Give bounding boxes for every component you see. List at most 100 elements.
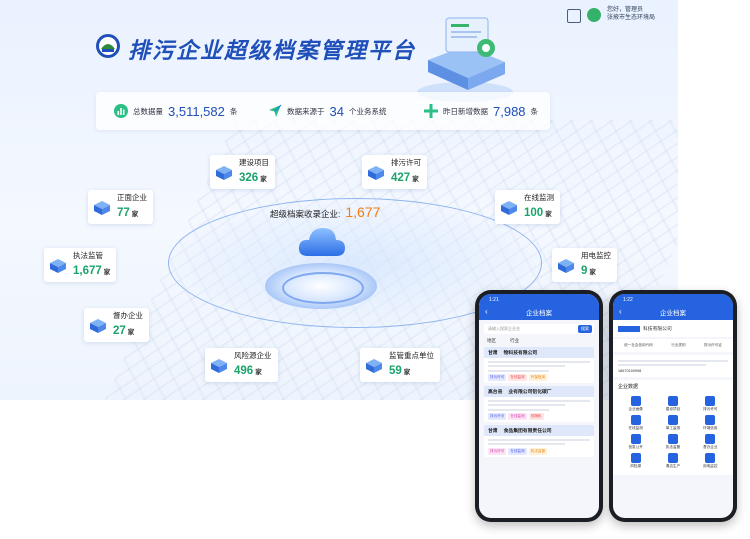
tag: 排污许可 [488,447,507,455]
node-value: 9 [581,265,588,277]
grid-label: 用电监控 [703,464,718,468]
node-label: 风险源企业 [234,351,272,360]
node-unit: 家 [127,329,135,336]
address-block: 18670159998 [613,355,733,377]
stat-source: 数据来源于 34 个业务系统 [268,92,386,130]
grid-button[interactable]: 风险源 [617,453,654,469]
screen-icon[interactable] [567,9,581,23]
status-time: 1:21 [489,297,499,303]
grid-button[interactable]: 督办企业 [692,434,729,450]
hero-illustration-icon [417,17,513,102]
node-unit: 家 [403,369,411,376]
search-button[interactable]: 搜索 [578,325,592,333]
grid-button[interactable]: 清洁生产 [654,453,691,469]
user-area: 您好，管理员 张掖市生态环境局 [567,6,655,23]
bar-chart-icon [114,104,128,118]
phone-enterprise-list: 1:21 ‹ 企业档案 请输入搜索企业名 搜索 地区 行业 甘肃物科技有限公司 … [475,290,603,522]
center-value: 1,677 [345,204,381,220]
node-value: 59 [389,365,402,377]
platform-ring [282,272,364,304]
grid-button[interactable]: 环境信用 [692,415,729,431]
tag: 在线监测 [508,447,527,455]
back-icon[interactable]: ‹ [485,307,488,316]
power-icon [705,453,716,463]
grid-label: 信息公开 [628,445,643,449]
grid-button[interactable]: 用电监控 [692,453,729,469]
filter-region[interactable]: 地区 [487,338,496,343]
stack-icon [94,201,110,215]
node-label: 排污许可 [391,158,421,167]
node-value: 100 [524,207,544,219]
grid-button[interactable]: 在线监测 [617,415,654,431]
grid-label: 环境信用 [703,426,718,430]
node-label: 在线监测 [524,193,554,202]
back-icon[interactable]: ‹ [619,307,622,316]
list-item[interactable]: 甘肃物科技有限公司 排污许可在线监测环保信用 [484,347,594,383]
grid-label: 企业画像 [628,407,643,411]
company-name-row: 科技有限公司 [613,320,733,337]
tag: 环保信用 [528,374,548,381]
stack-icon [216,166,232,180]
company-name: 科技有限公司 [643,327,672,332]
card-region: 高台县 [488,390,503,395]
node-label: 正面企业 [117,193,147,202]
grid-label: 清洁生产 [665,464,681,468]
tag: 双随机 [528,413,544,420]
info-cell: 行业类别 [671,343,686,347]
info-cell: 排污许可证 [703,343,722,347]
tag: 排污许可 [488,413,507,420]
grid-button[interactable]: 排污许可 [692,396,729,412]
publish-icon [630,434,641,444]
stat-label: 昨日新增数据 [443,106,488,116]
law-icon [667,434,678,444]
center-label: 超级档案收录企业: [270,209,341,219]
cloud-icon [298,228,345,256]
grid-label: 督办企业 [703,445,718,449]
stack-icon [90,319,106,333]
list-item[interactable]: 高台县业有限公司铝化碳厂 排污许可在线监测双随机 [484,386,594,422]
grid-button[interactable]: 单工监测 [654,415,691,431]
portrait-icon [630,396,641,406]
stat-label: 数据来源于 [287,106,325,116]
stat-new: 昨日新增数据 7,988 条 [424,92,538,130]
node-value: 496 [234,365,254,377]
grid-button[interactable]: 执法监管 [654,434,691,450]
avatar[interactable] [587,8,601,22]
list-item[interactable]: 甘肃食品集团有限责任公司 排污许可在线监测执法监管 [484,425,594,457]
grid-button[interactable]: 信息公开 [617,434,654,450]
risk-icon [630,453,641,463]
phone-number[interactable]: 18670159998 [618,369,642,373]
page-title: 排污企业超级档案管理平台 [128,38,417,63]
node-unit: 家 [103,269,111,276]
search-placeholder: 请输入搜索企业名 [488,326,520,331]
epa-logo-icon [96,34,120,58]
filter-industry[interactable]: 行业 [510,338,519,343]
tag: 执法监管 [528,447,548,455]
stack-icon [501,201,517,215]
node-value: 27 [113,325,126,337]
credit-icon [705,415,716,425]
send-icon [269,104,282,117]
user-greeting: 您好，管理员 [607,7,644,13]
card-region: 甘肃 [488,351,498,356]
stat-value: 7,988 [493,103,526,119]
search-input[interactable]: 请输入搜索企业名 搜索 [484,324,594,334]
info-cell: 统一社会信用代码 [624,343,653,347]
stat-label: 总数据量 [133,106,163,116]
grid-button[interactable]: 建设项目 [654,396,691,412]
user-org: 张掖市生态环境局 [607,15,656,21]
stat-unit: 条 [229,106,238,116]
node-value: 1,677 [73,265,102,277]
stat-value: 34 [329,103,344,119]
node-label: 建设项目 [239,158,269,167]
grid-button[interactable]: 企业画像 [617,396,654,412]
